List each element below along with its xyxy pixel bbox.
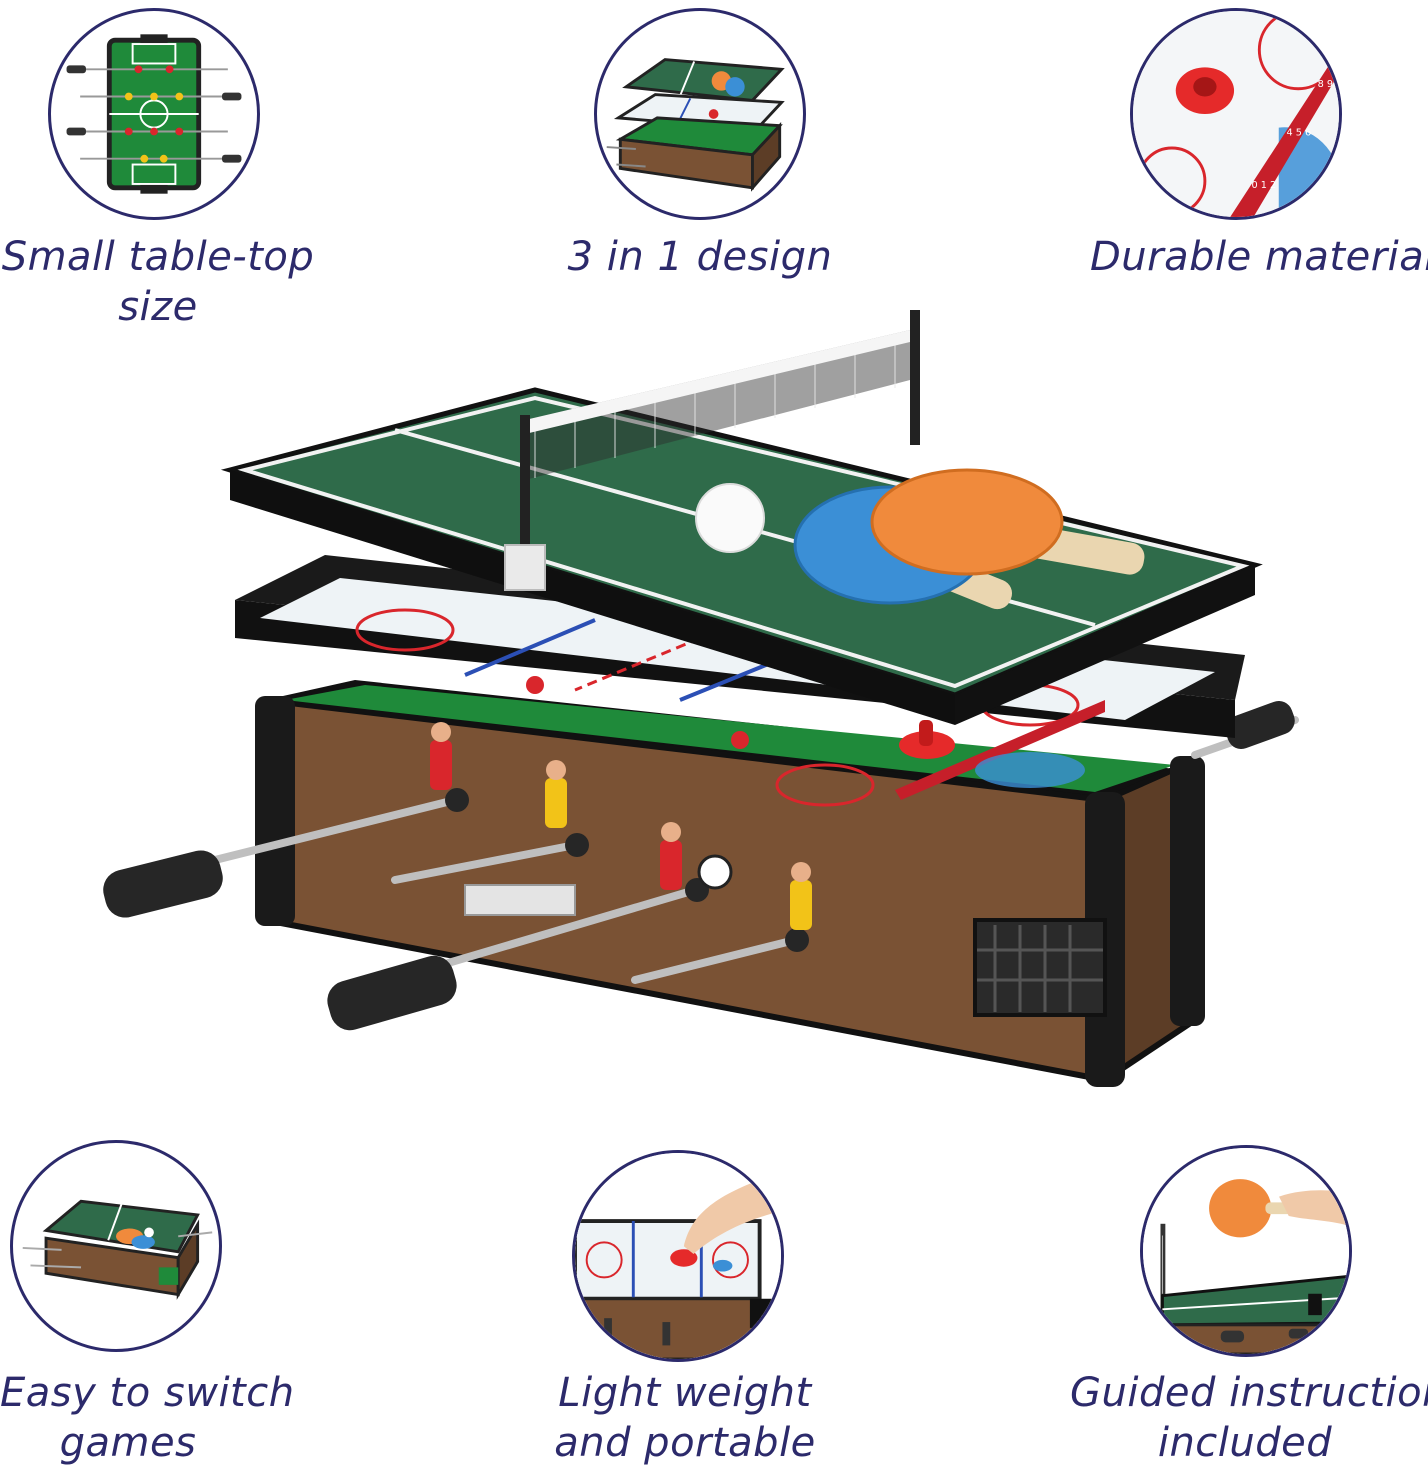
svg-text:0 1 2: 0 1 2 [1252, 180, 1277, 191]
feature-caption: 3 in 1 design [567, 234, 833, 280]
svg-text:4 5 6: 4 5 6 [1287, 127, 1312, 138]
feature-caption: Small table-top size [1, 234, 315, 330]
ping-pong-hand-icon [1140, 1145, 1352, 1357]
3-in-1-game-table-icon [95, 300, 1305, 1120]
stacked-tables-icon [594, 8, 806, 220]
feature-caption: Light weight and portable [554, 1370, 816, 1466]
foosball-top-view-icon [48, 8, 260, 220]
svg-text:8 9: 8 9 [1318, 79, 1333, 90]
table-set-icon [10, 1140, 222, 1352]
feature-caption: Durable material [1090, 234, 1428, 280]
air-hockey-closeup-icon: 0 1 2 4 5 6 8 9 [1130, 8, 1342, 220]
feature-caption: Easy to switch games [0, 1370, 295, 1466]
air-hockey-hand-icon [572, 1150, 784, 1362]
feature-caption: Guided instructions included [1070, 1370, 1428, 1466]
